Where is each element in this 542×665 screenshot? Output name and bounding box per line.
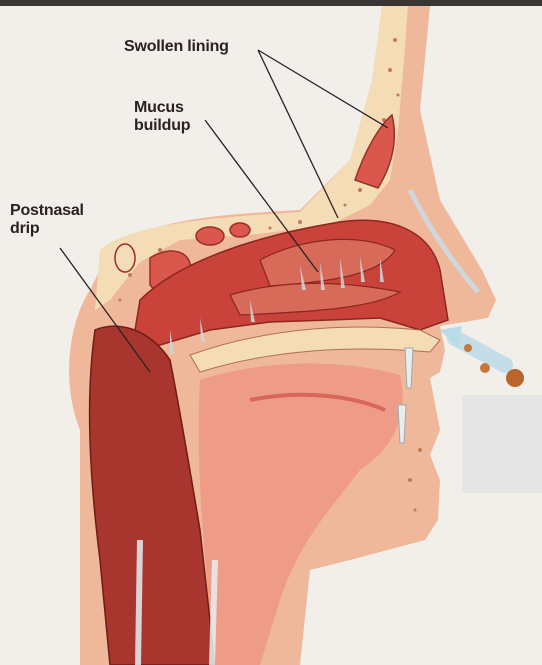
- label-mucus-buildup: Mucus buildup: [134, 99, 190, 135]
- label-mucus-line1: Mucus: [134, 99, 190, 117]
- label-postnasal-line1: Postnasal: [10, 202, 84, 220]
- label-postnasal-line2: drip: [10, 220, 84, 238]
- label-postnasal-drip: Postnasal drip: [10, 202, 84, 238]
- label-swollen-lining: Swollen lining: [124, 38, 229, 56]
- inhaled-particles: [440, 326, 524, 387]
- label-mucus-line2: buildup: [134, 117, 190, 135]
